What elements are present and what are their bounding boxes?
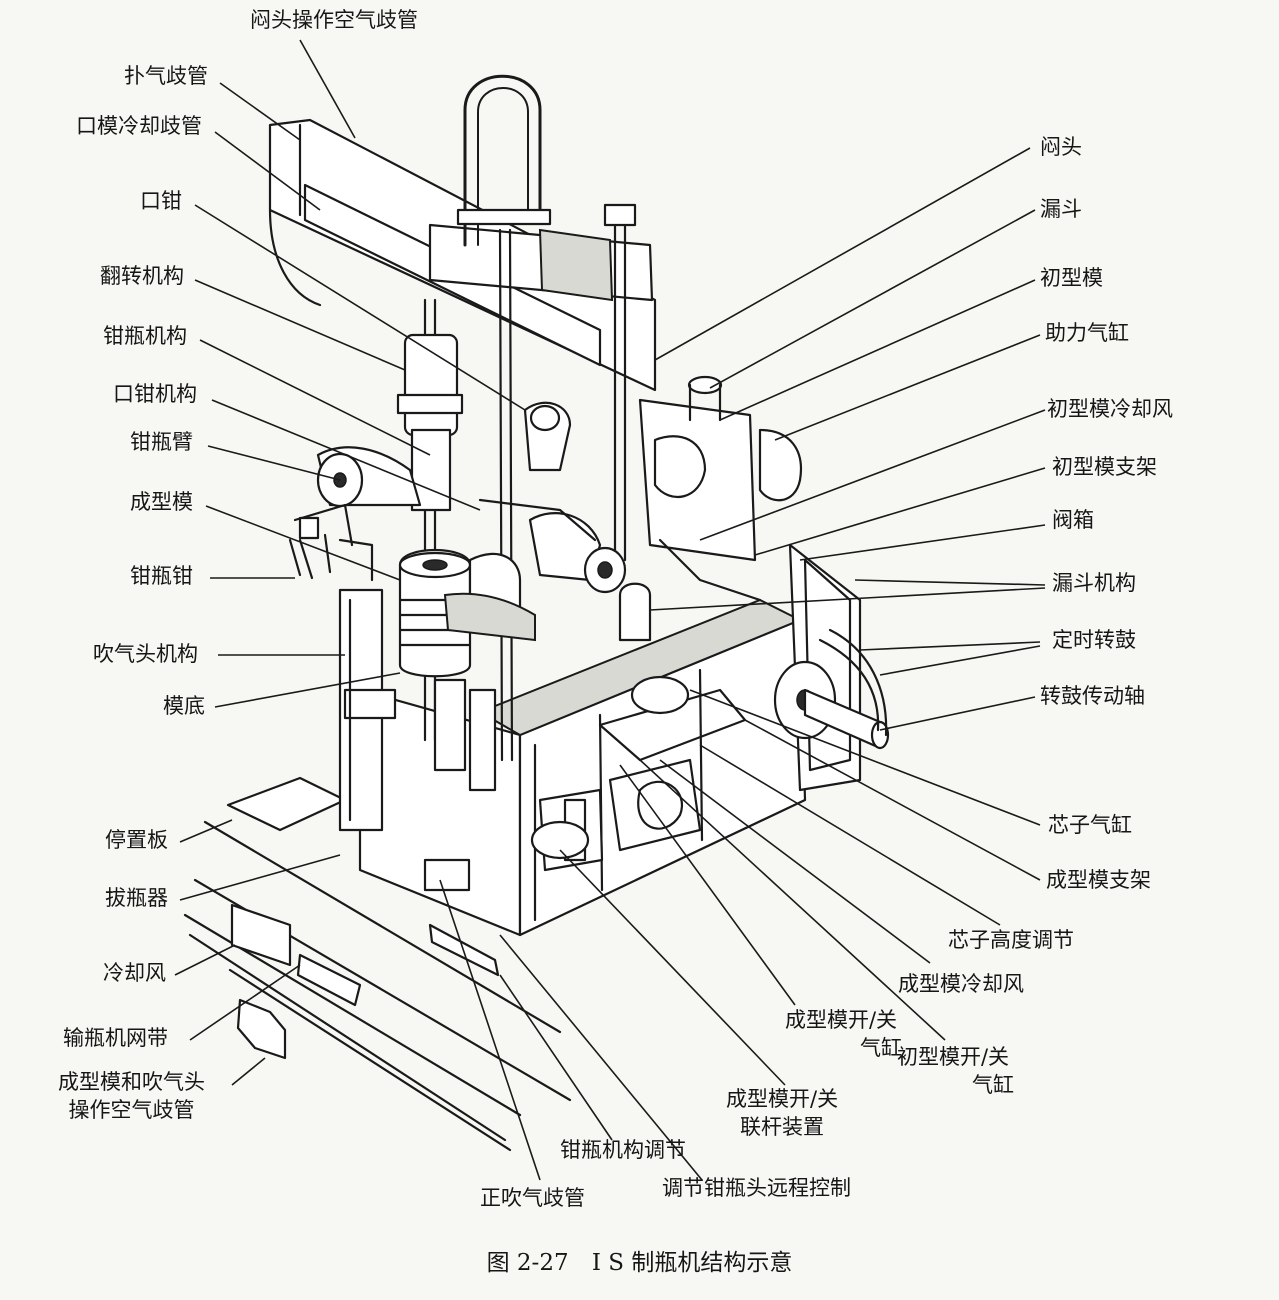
label-sweepout: 拔瓶器 [105, 886, 168, 910]
label-line-1: 成型模开/关 [784, 1008, 898, 1032]
label-counter-blow-manifold: 扑气歧管 [124, 64, 208, 88]
label-blowhead-mechanism: 吹气头机构 [93, 642, 198, 666]
label-blow-mold: 成型模 [130, 490, 193, 514]
hose-loop [456, 74, 552, 247]
figure-caption: 图 2-27 I S 制瓶机结构示意 [0, 1243, 1279, 1277]
figure-number: 图 2-27 [486, 1250, 569, 1276]
label-booster-cylinder: 助力气缸 [1045, 321, 1129, 345]
label-takeout-arm: 钳瓶臂 [130, 430, 193, 454]
label-neck-ring-mechanism: 口钳机构 [113, 382, 197, 406]
takeout-arm [288, 446, 422, 582]
label-valve-block: 阀箱 [1052, 508, 1094, 532]
label-blank-mold-open-close-cylinder: 初型模开/关 气缸 [892, 1043, 1014, 1099]
label-line-1: 成型模和吹气头 [58, 1070, 205, 1094]
label-timing-drum: 定时转鼓 [1052, 628, 1136, 652]
label-funnel: 漏斗 [1040, 197, 1082, 221]
label-takeout-head-remote-control: 调节钳瓶头远程控制 [662, 1176, 851, 1200]
label-takeout-mechanism: 钳瓶机构 [103, 324, 187, 348]
label-cooling-air: 冷却风 [103, 961, 166, 985]
label-line-2: 气缸 [860, 1036, 902, 1060]
label-drum-drive-shaft: 转鼓传动轴 [1040, 684, 1145, 708]
mold-cylinders [423, 675, 747, 892]
label-invert-mechanism: 翻转机构 [100, 264, 184, 288]
label-blow-mold-holder: 成型模支架 [1046, 868, 1151, 892]
blow-mold [398, 549, 536, 678]
blank-mold [618, 375, 803, 642]
label-line-2: 气缸 [972, 1073, 1014, 1097]
label-bottom-plate: 模底 [163, 694, 205, 718]
leader-lines [174, 39, 1046, 1181]
baffle-manifold [268, 118, 657, 392]
label-line-2: 操作空气歧管 [68, 1098, 195, 1122]
label-blank-mold: 初型模 [1040, 266, 1103, 290]
label-plunger-height-adjust: 芯子高度调节 [948, 928, 1074, 952]
invert-mechanism [478, 401, 627, 594]
label-takeout-adjustment: 钳瓶机构调节 [560, 1138, 686, 1162]
label-blow-mold-blowhead-manifold: 成型模和吹气头 操作空气歧管 [58, 1068, 205, 1124]
label-neck-ring-cooling-manifold: 口模冷却歧管 [76, 114, 202, 138]
label-blank-mold-holder: 初型模支架 [1052, 455, 1157, 479]
label-blow-mold-cooling-air: 成型模冷却风 [898, 972, 1024, 996]
label-plunger-cylinder: 芯子气缸 [1048, 813, 1132, 837]
label-takeout-tongs: 钳瓶钳 [130, 564, 193, 588]
label-blow-mold-open-close-cylinder: 成型模开/关 气缸 [780, 1006, 902, 1062]
label-line-2: 联杆装置 [740, 1115, 825, 1139]
figure-title: I S 制瓶机结构示意 [591, 1250, 793, 1276]
label-baffle-manifold: 闷头操作空气歧管 [250, 8, 418, 32]
label-funnel-mechanism: 漏斗机构 [1052, 571, 1136, 595]
label-blow-mold-open-close-linkage: 成型模开/关 联杆装置 [726, 1085, 838, 1141]
label-baffle: 闷头 [1040, 135, 1082, 159]
label-conveyor-belt: 输瓶机网带 [63, 1026, 168, 1050]
timing-drum-housing [773, 543, 890, 792]
label-neck-ring: 口钳 [140, 189, 182, 213]
label-line-1: 成型模开/关 [726, 1087, 839, 1111]
label-dead-plate: 停置板 [105, 828, 168, 852]
label-blank-mold-cooling-air: 初型模冷却风 [1047, 397, 1173, 421]
label-final-blow-manifold: 正吹气歧管 [480, 1186, 585, 1210]
label-line-1: 初型模开/关 [896, 1045, 1010, 1069]
